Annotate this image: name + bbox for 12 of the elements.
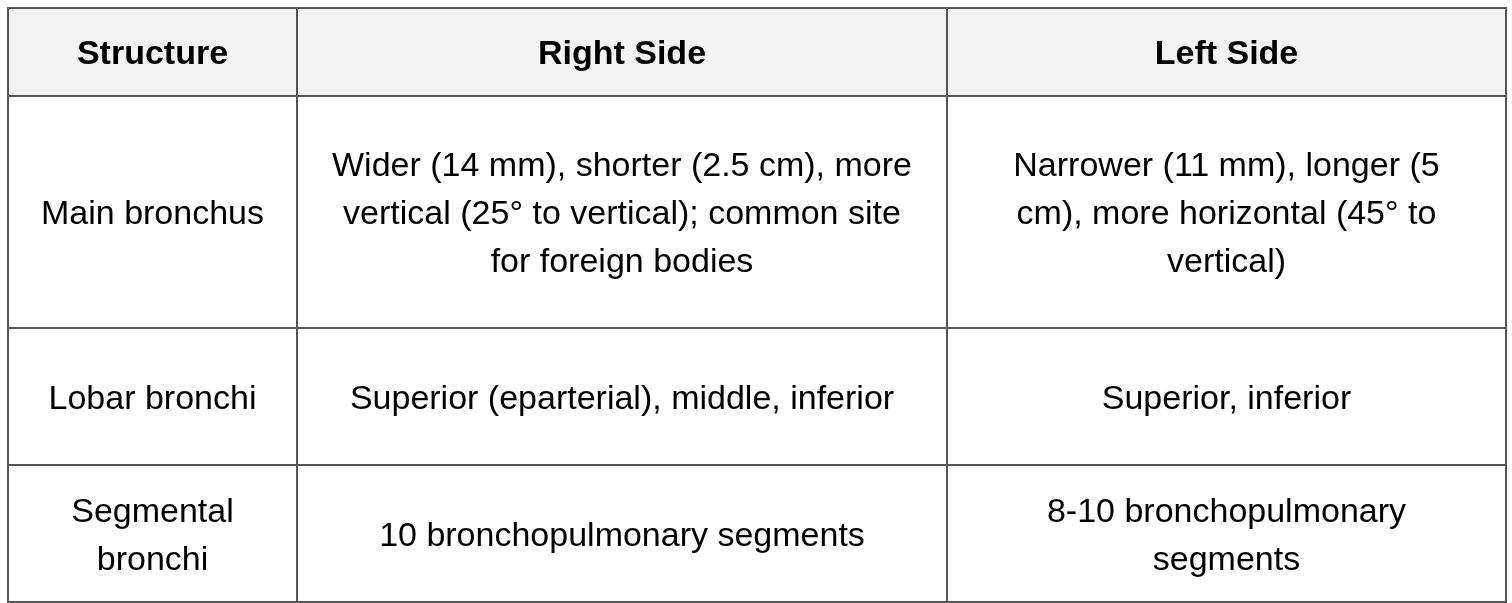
row-header: Main bronchus <box>8 96 297 328</box>
table-cell: 10 bronchopulmonary segments <box>297 465 947 602</box>
row-header: Lobar bronchi <box>8 328 297 465</box>
table-cell: Superior, inferior <box>947 328 1506 465</box>
table-cell: 8-10 bronchopulmonary segments <box>947 465 1506 602</box>
column-header: Structure <box>8 8 297 96</box>
table-cell: Superior (eparterial), middle, inferior <box>297 328 947 465</box>
table-cell: Narrower (11 mm), longer (5 cm), more horizontal (45° to vertical) <box>947 96 1506 328</box>
column-header: Right Side <box>297 8 947 96</box>
row-header: Segmental bronchi <box>8 465 297 602</box>
column-header: Left Side <box>947 8 1506 96</box>
table-cell: Wider (14 mm), shorter (2.5 cm), more vertical (25° to vertical); common site for foreign bodies <box>297 96 947 328</box>
